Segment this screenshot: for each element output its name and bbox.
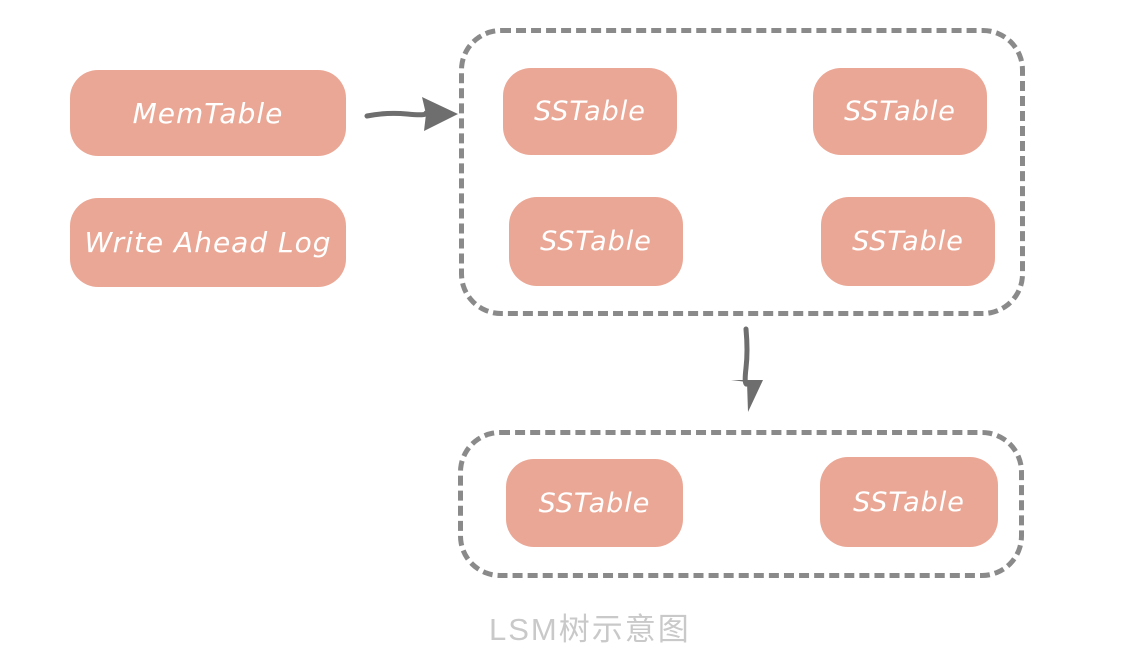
sstable-node-l2-2: SSTable [820, 457, 998, 547]
arrow-right-icon [364, 97, 458, 131]
level1-group [459, 28, 1025, 316]
arrow-down-icon [731, 326, 763, 412]
memtable-node: MemTable [70, 70, 346, 156]
sstable-node-l1-1: SSTable [503, 68, 677, 155]
diagram-caption: LSM树示意图 [489, 612, 691, 647]
sstable-node-l2-1: SSTable [506, 459, 683, 547]
write-ahead-log-node: Write Ahead Log [70, 198, 346, 287]
sstable-node-l1-3: SSTable [509, 197, 683, 286]
sstable-node-l1-2: SSTable [813, 68, 987, 155]
level2-group [458, 430, 1024, 578]
sstable-node-l1-4: SSTable [821, 197, 995, 286]
